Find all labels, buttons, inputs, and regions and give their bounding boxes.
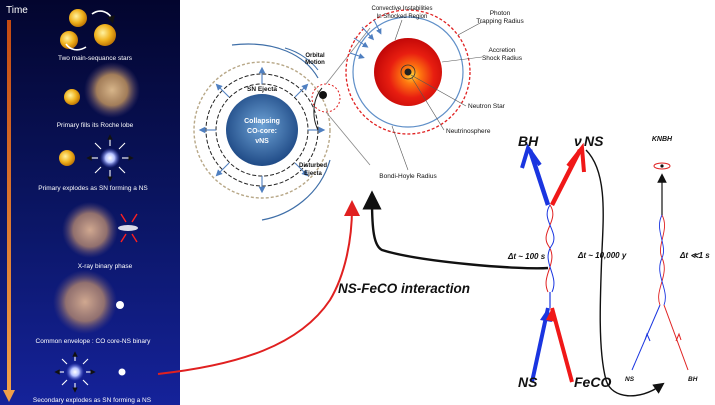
neutron-star-icon [116, 301, 124, 309]
photon-label: Photon [490, 10, 511, 17]
stage-label: Primary explodes as SN forming a NS [38, 185, 148, 192]
explosion-icon [100, 148, 120, 168]
stage-label: Primary fills its Roche lobe [57, 122, 134, 129]
explosion-icon [66, 363, 84, 381]
stage-label: Two main-sequance stars [58, 55, 133, 62]
stage-roche-lobe: Primary fills its Roche lobe [57, 62, 140, 129]
accretion-label: Shock Radius [482, 55, 523, 62]
bh-track [530, 150, 548, 205]
neutrinosphere-label: Neutrinosphere [446, 128, 491, 135]
core-label: CO-core: [247, 128, 277, 135]
photon-label: Trapping Radius [476, 18, 524, 25]
time-label: Time [6, 5, 28, 16]
disturbed-label: Ejecta [304, 171, 322, 177]
disturbed-label: Disturbed [299, 163, 327, 169]
star-icon [59, 150, 75, 166]
stage-label: X-ray binary phase [78, 263, 133, 270]
bh-small-label: BH [688, 376, 698, 383]
stage-two-stars: Two main-sequance stars [58, 9, 133, 62]
time-axis: Time [3, 5, 28, 402]
schematic: SN Ejecta Collapsing CO-core: νNS Orbita… [194, 6, 524, 220]
stage-primary-sn: Primary explodes as SN forming a NS [38, 137, 148, 192]
accretion-label: Accretion [488, 47, 515, 54]
ns-top-label: NS [584, 133, 604, 149]
ns-small-label: NS [625, 376, 635, 383]
dt-10000-arrow [586, 150, 660, 396]
stage-secondary-sn: Secondary explodes as SN forming a NS [33, 354, 152, 404]
star-icon [69, 9, 87, 27]
star-icon [94, 24, 116, 46]
bh-label: BH [518, 133, 539, 149]
merger-diagram: BH ν NS Δt ~ 100 s NS FeCO Δt ~ 10,000 y… [507, 133, 710, 396]
convective-label: Convective Instabilities [371, 6, 432, 12]
bondi-label: Bondi-Hoyle Radius [379, 173, 437, 180]
neutron-star-core [405, 69, 412, 76]
nu-label: ν [574, 133, 582, 149]
stage-label: Secondary explodes as SN forming a NS [33, 397, 152, 404]
convective-label: In Shocked Region [377, 14, 428, 20]
dt-small-label: Δt ≪1 s [679, 251, 710, 260]
neutron-star-label: Neutron Star [468, 103, 506, 110]
dt-100-label: Δt ~ 100 s [507, 252, 546, 261]
sn-ejecta-label: SN Ejecta [247, 86, 277, 93]
core-label: νNS [255, 138, 269, 145]
neutron-star-icon [319, 91, 327, 99]
stage-common-envelope: Common envelope : CO core-NS binary [36, 270, 152, 345]
feco-label: FeCO [574, 374, 611, 390]
small-bh-track [664, 305, 688, 370]
stage-label: Common envelope : CO core-NS binary [36, 338, 152, 345]
orbital-label: Motion [305, 60, 325, 66]
interaction-arrow [158, 208, 352, 374]
star-icon [64, 89, 80, 105]
interaction-label: NS-FeCO interaction [338, 281, 470, 296]
knbh-label: KNBH [652, 136, 673, 143]
stage-xray-binary: X-ray binary phase [62, 202, 138, 270]
neutron-star-icon [119, 369, 126, 376]
dt-10000-label: Δt ~ 10,000 y [577, 251, 627, 260]
core-label: Collapsing [244, 118, 280, 125]
ns-bottom-label: NS [518, 374, 538, 390]
orbital-label: Orbital [305, 53, 325, 59]
